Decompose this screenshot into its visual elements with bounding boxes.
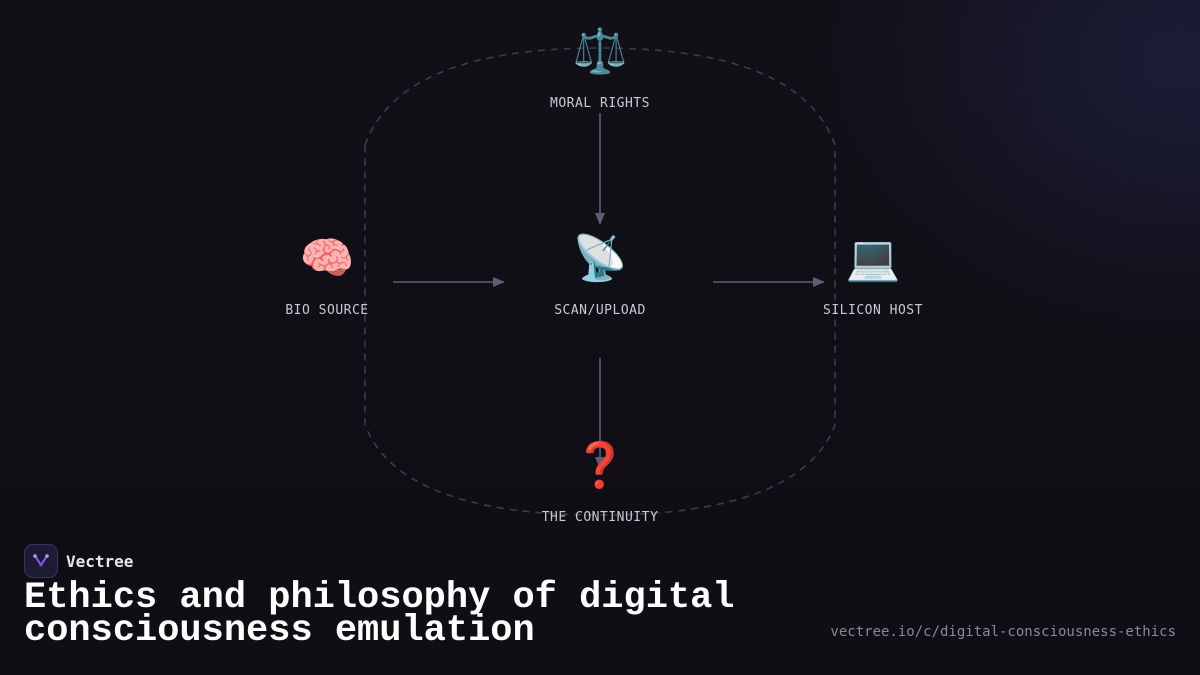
node-scan-upload: 📡 SCAN/UPLOAD <box>510 233 690 318</box>
node-label-silicon-host: SILICON HOST <box>823 303 923 318</box>
balance-scale-icon: ⚖️ <box>572 26 628 77</box>
brand-name: Vectree <box>66 551 134 571</box>
node-silicon-host: 💻 SILICON HOST <box>783 233 963 318</box>
node-the-continuity: ❓ THE CONTINUITY <box>510 440 690 525</box>
node-bio-source: 🧠 BIO SOURCE <box>237 233 417 318</box>
vectree-logo-mark <box>33 554 49 567</box>
node-label-bio-source: BIO SOURCE <box>285 303 369 318</box>
satellite-dish-icon: 📡 <box>572 233 628 284</box>
node-label-scan-upload: SCAN/UPLOAD <box>554 303 646 318</box>
page-title: Ethics and philosophy of digital conscio… <box>24 577 735 652</box>
brain-icon: 🧠 <box>299 233 355 284</box>
node-moral-rights: ⚖️ MORAL RIGHTS <box>510 26 690 111</box>
question-mark-icon: ❓ <box>572 440 628 491</box>
laptop-icon: 💻 <box>845 233 901 284</box>
page-url[interactable]: vectree.io/c/digital-consciousness-ethic… <box>830 624 1176 640</box>
node-label-moral-rights: MORAL RIGHTS <box>550 96 650 111</box>
brand[interactable]: Vectree <box>24 544 133 578</box>
boundary-loop <box>364 47 836 516</box>
vectree-logo-icon <box>24 544 58 578</box>
node-label-the-continuity: THE CONTINUITY <box>541 510 659 525</box>
